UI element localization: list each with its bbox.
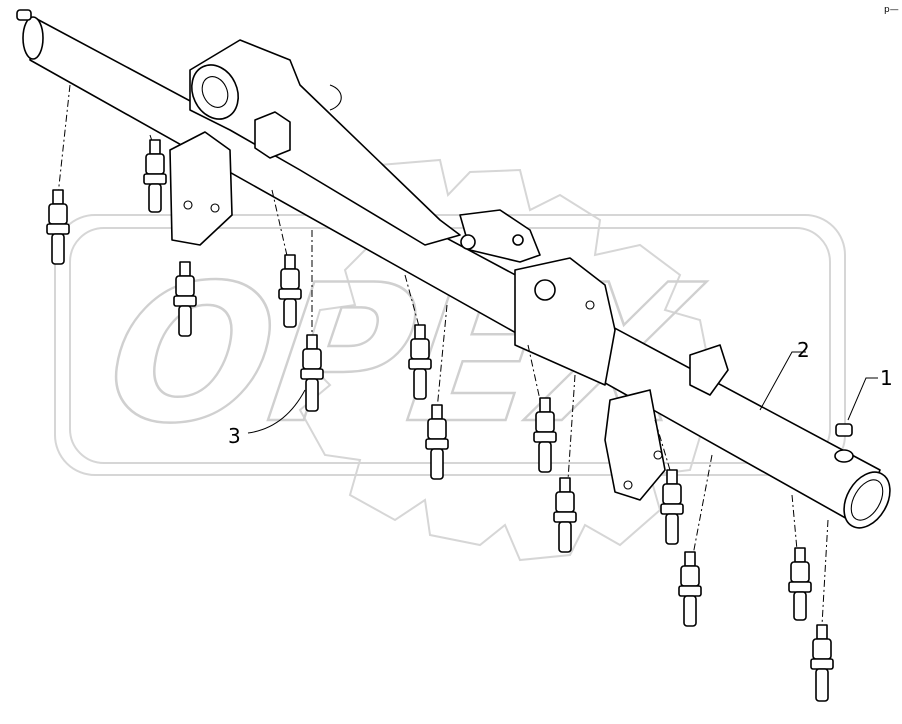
plug-part-1 <box>834 423 854 463</box>
callout-leader-2 <box>759 351 806 411</box>
leader-lines <box>57 84 829 626</box>
nozzle <box>46 189 70 265</box>
left-plate <box>169 131 233 246</box>
nozzle <box>810 624 834 702</box>
callout-2: 2 <box>797 338 810 362</box>
middle-plate <box>514 257 616 386</box>
callout-leader-1 <box>847 377 878 421</box>
watermark-badge <box>54 214 846 476</box>
right-plates <box>604 344 729 501</box>
main-tube <box>16 9 891 529</box>
corner-mark: p— <box>884 5 899 15</box>
nozzle <box>143 139 167 213</box>
callout-1: 1 <box>880 366 893 390</box>
nozzle <box>425 404 449 480</box>
nozzle <box>533 397 557 473</box>
nozzle <box>278 254 302 328</box>
bracket-arm <box>189 39 541 263</box>
nozzle <box>788 547 812 621</box>
nozzle <box>408 324 432 400</box>
callout-3: 3 <box>228 424 241 448</box>
nozzle <box>553 477 577 553</box>
callout-leaders <box>247 351 878 434</box>
nozzle <box>173 261 197 337</box>
nozzles <box>46 139 834 702</box>
nozzle <box>678 551 702 627</box>
callout-leader-3 <box>247 389 306 434</box>
nozzle <box>300 334 324 412</box>
nozzle <box>660 469 684 545</box>
